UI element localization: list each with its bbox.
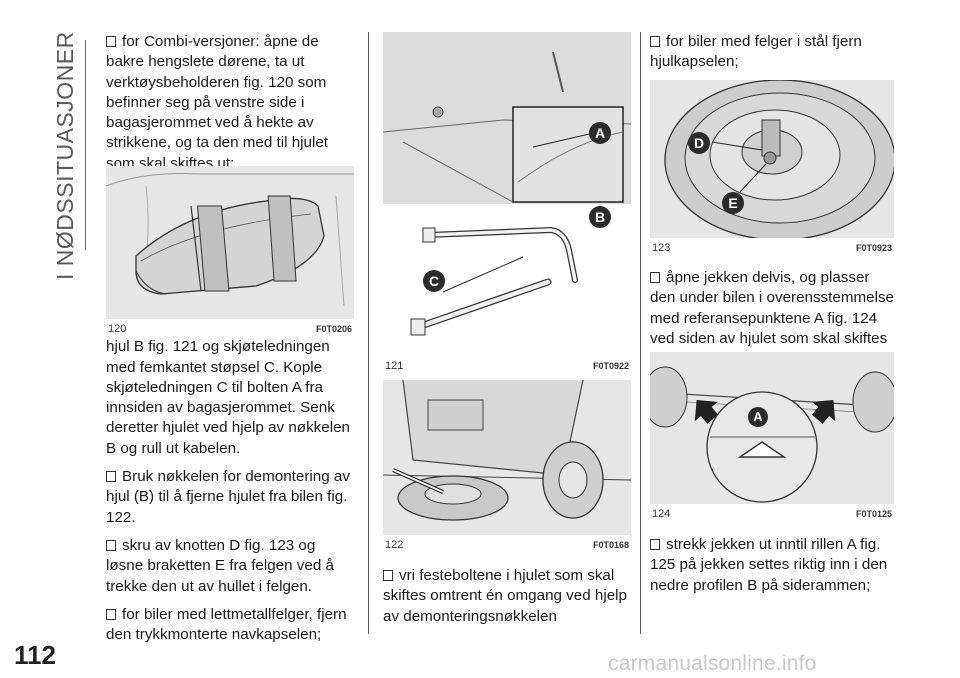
figure-caption: 121 F0T0922 (383, 356, 631, 376)
figure-caption: 123 F0T0923 (650, 238, 894, 258)
watermark: carmanualsonline.info (608, 652, 817, 675)
column-divider (368, 32, 369, 634)
column-divider (640, 32, 641, 634)
paragraph-text: strekk jekken ut inntil rillen A fig. 12… (650, 536, 888, 594)
column-3-middle: åpne jekken delvis, og plasser den under… (650, 268, 894, 377)
paragraph: strekk jekken ut inntil rillen A fig. 12… (650, 535, 894, 596)
checkbox-bullet-icon (106, 36, 116, 47)
checkbox-bullet-icon (383, 570, 393, 581)
callout-d-icon: D (688, 132, 710, 154)
paragraph-text: vri festeboltene i hjulet som skal skift… (383, 567, 627, 625)
tool-bag-illustration (106, 173, 354, 307)
paragraph: skru av knotten D fig. 123 og løsne brak… (106, 536, 354, 597)
figure-number: 122 (385, 539, 404, 551)
section-divider (85, 40, 86, 250)
paragraph-text: for biler med felger i stål fjern hjulka… (650, 33, 862, 71)
callout-e-icon: E (722, 192, 744, 214)
paragraph-text: skru av knotten D fig. 123 og løsne brak… (106, 536, 334, 595)
section-title-text: I NØDSSITUASJONER (52, 31, 78, 280)
page-number: 112 (14, 640, 56, 670)
figure-number: 124 (652, 508, 671, 520)
figure-123: D E 123 F0T0923 (650, 80, 894, 258)
figure-code: F0T0922 (592, 361, 629, 371)
checkbox-bullet-icon (106, 539, 116, 551)
spare-wheel-bracket-illustration (664, 80, 894, 238)
paragraph-text: Bruk nøkkelen for demontering av hjul (B… (106, 468, 350, 526)
figure-124: A 124 F0T0125 (650, 352, 894, 524)
paragraph-text: åpne jekken delvis, og plasser den under… (650, 269, 894, 367)
column-2: vri festeboltene i hjulet som skal skift… (383, 566, 631, 635)
jack-reference-point-illustration (650, 366, 894, 503)
figure-number: 120 (108, 323, 127, 335)
figure-120: 120 F0T0206 (106, 166, 354, 339)
paragraph: for Combi-versjoner: åpne de bakre hengs… (106, 32, 354, 174)
callout-a-icon: A (748, 407, 768, 427)
figure-caption: 120 F0T0206 (106, 319, 354, 339)
figure-number: 123 (652, 242, 671, 254)
callout-a-icon: A (589, 122, 611, 144)
checkbox-bullet-icon (106, 608, 116, 620)
paragraph-text: for biler med lettmetallfelger, fjern de… (106, 605, 347, 644)
figure-code: F0T0206 (315, 324, 352, 334)
figure-number: 121 (385, 360, 404, 372)
spare-wheel-lowering-illustration (383, 380, 631, 521)
figure-121: A B C 121 F0T0922 (383, 32, 631, 376)
paragraph: for biler med felger i stål fjern hjulka… (650, 32, 894, 73)
paragraph: for biler med lettmetallfelger, fjern de… (106, 605, 354, 646)
paragraph: vri festeboltene i hjulet som skal skift… (383, 566, 631, 627)
section-title: I NØDSSITUASJONER (52, 31, 78, 280)
figure-caption: 122 F0T0168 (383, 535, 631, 555)
figure-122: 122 F0T0168 (383, 380, 631, 555)
figure-caption: 124 F0T0125 (650, 504, 894, 524)
wrench-and-extension-illustration (383, 32, 631, 356)
checkbox-bullet-icon (106, 471, 116, 483)
paragraph: Bruk nøkkelen for demontering av hjul (B… (106, 467, 354, 528)
callout-b-icon: B (589, 206, 611, 228)
checkbox-bullet-icon (650, 36, 660, 47)
figure-code: F0T0923 (855, 243, 892, 253)
column-3-lower: strekk jekken ut inntil rillen A fig. 12… (650, 535, 894, 604)
column-1-lower: ta ut nøkkelen for demontering av hjul B… (106, 317, 354, 653)
checkbox-bullet-icon (650, 539, 660, 550)
checkbox-bullet-icon (650, 272, 660, 283)
column-1: for Combi-versjoner: åpne de bakre hengs… (106, 32, 354, 182)
paragraph: åpne jekken delvis, og plasser den under… (650, 268, 894, 369)
paragraph-text: for Combi-versjoner: åpne de bakre hengs… (106, 33, 329, 172)
figure-code: F0T0168 (592, 540, 629, 550)
column-3: for biler med felger i stål fjern hjulka… (650, 32, 894, 81)
figure-code: F0T0125 (855, 509, 892, 519)
callout-c-icon: C (423, 270, 445, 292)
